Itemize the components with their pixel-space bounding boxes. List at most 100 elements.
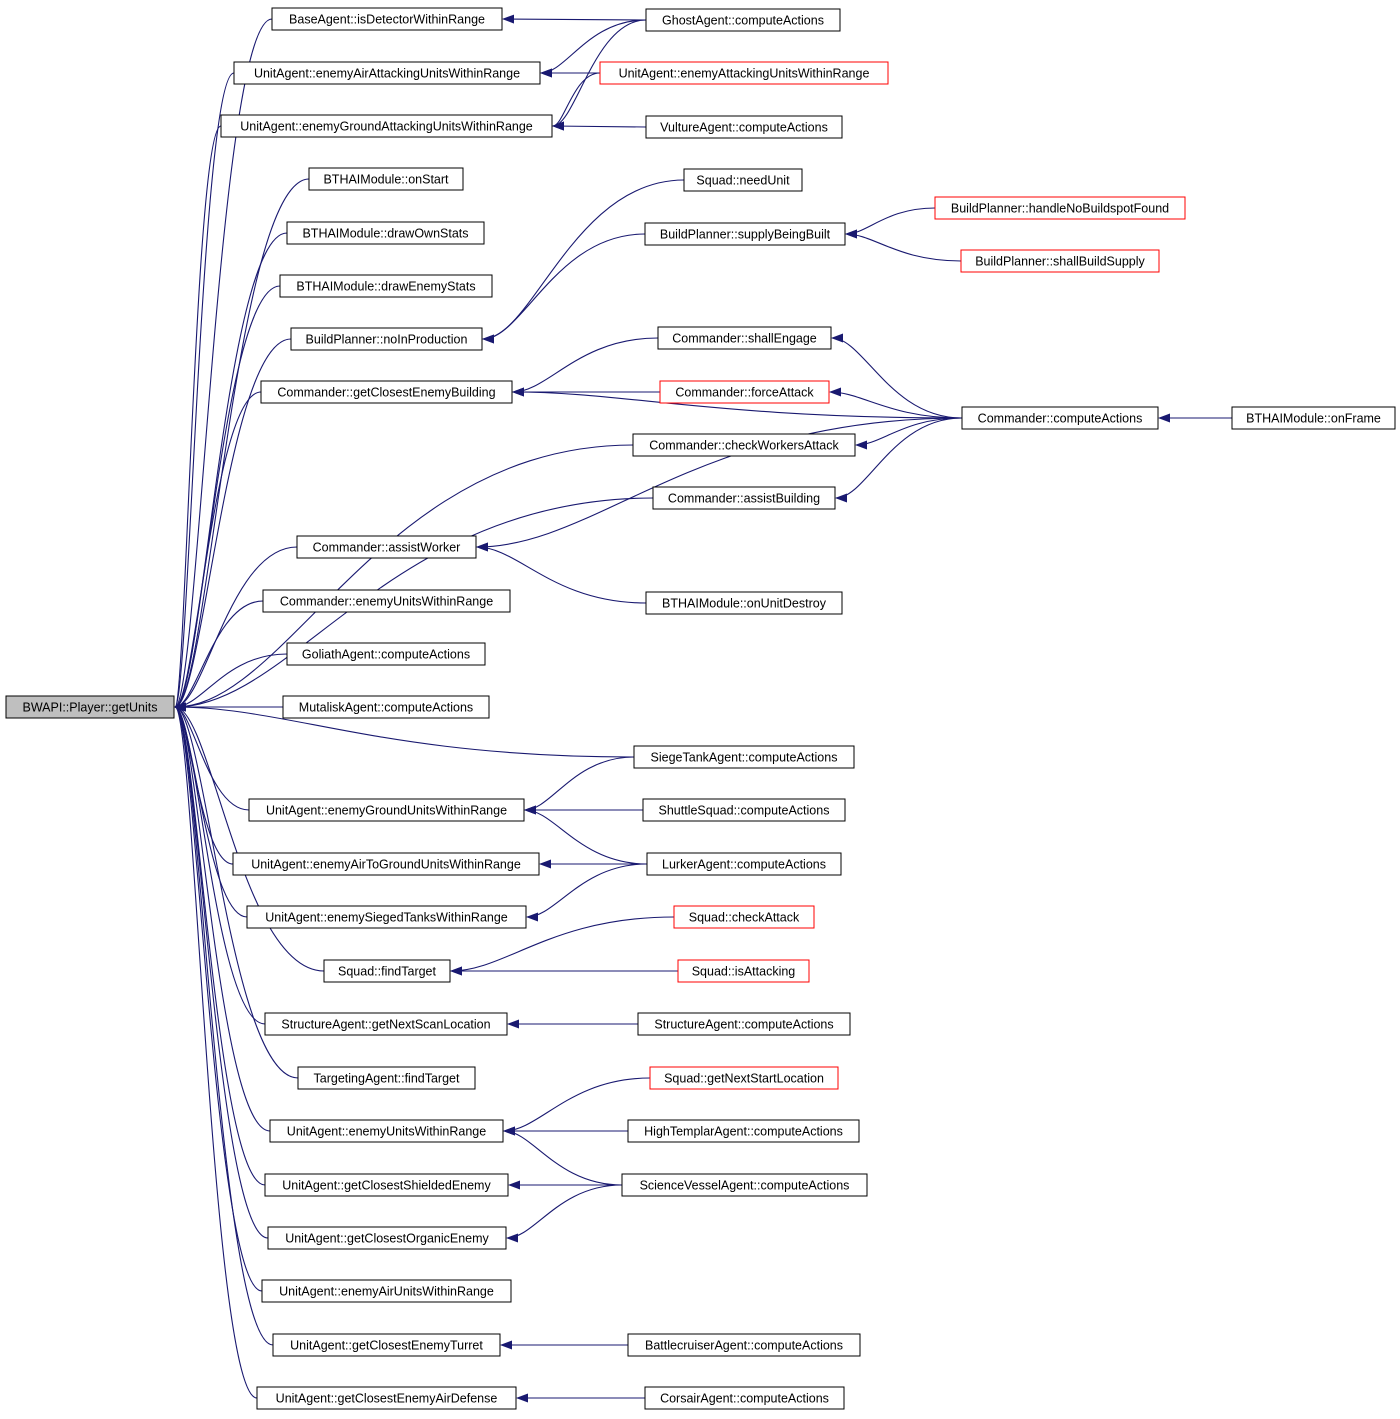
node-c7[interactable]: BuildPlanner::noInProduction <box>290 327 483 351</box>
node-e3[interactable]: Commander::computeActions <box>961 406 1159 430</box>
node-d11[interactable]: SiegeTankAgent::computeActions <box>633 745 855 769</box>
node-c17[interactable]: StructureAgent::getNextScanLocation <box>264 1012 508 1036</box>
node-d17[interactable]: Squad::getNextStartLocation <box>649 1066 839 1090</box>
node-box[interactable] <box>646 852 842 876</box>
node-d14[interactable]: Squad::checkAttack <box>673 905 815 929</box>
node-box[interactable] <box>323 959 451 983</box>
node-box[interactable] <box>642 798 846 822</box>
node-c20[interactable]: UnitAgent::getClosestShieldedEnemy <box>264 1173 509 1197</box>
node-box[interactable] <box>233 61 541 85</box>
node-c2[interactable]: UnitAgent::enemyAirAttackingUnitsWithinR… <box>233 61 541 85</box>
node-d19[interactable]: ScienceVesselAgent::computeActions <box>621 1173 868 1197</box>
node-d10[interactable]: BTHAIModule::onUnitDestroy <box>645 591 843 615</box>
node-box[interactable] <box>683 168 803 192</box>
node-box[interactable] <box>308 167 464 191</box>
node-c1[interactable]: BaseAgent::isDetectorWithinRange <box>271 7 503 31</box>
node-box[interactable] <box>269 1119 504 1143</box>
node-box[interactable] <box>599 61 889 85</box>
node-box[interactable] <box>637 1012 851 1036</box>
node-f1[interactable]: BTHAIModule::onFrame <box>1231 406 1396 430</box>
node-d4[interactable]: Squad::needUnit <box>683 168 803 192</box>
node-box[interactable] <box>5 695 175 719</box>
node-d20[interactable]: BattlecruiserAgent::computeActions <box>627 1333 861 1357</box>
node-box[interactable] <box>246 905 527 929</box>
node-box[interactable] <box>649 1066 839 1090</box>
node-c14[interactable]: UnitAgent::enemyAirToGroundUnitsWithinRa… <box>232 852 540 876</box>
node-box[interactable] <box>645 115 843 139</box>
node-box[interactable] <box>297 1066 476 1090</box>
node-box[interactable] <box>260 380 513 404</box>
node-box[interactable] <box>960 249 1160 273</box>
node-box[interactable] <box>267 1226 507 1250</box>
node-e2[interactable]: BuildPlanner::shallBuildSupply <box>960 249 1160 273</box>
node-box[interactable] <box>261 1279 512 1303</box>
node-box[interactable] <box>1231 406 1396 430</box>
node-box[interactable] <box>264 1012 508 1036</box>
node-box[interactable] <box>290 327 483 351</box>
node-d13[interactable]: LurkerAgent::computeActions <box>646 852 842 876</box>
node-c3[interactable]: UnitAgent::enemyGroundAttackingUnitsWith… <box>220 114 553 138</box>
node-box[interactable] <box>633 745 855 769</box>
node-d5[interactable]: BuildPlanner::supplyBeingBuilt <box>644 222 846 246</box>
node-box[interactable] <box>677 959 810 983</box>
node-box[interactable] <box>644 1386 845 1410</box>
node-c5[interactable]: BTHAIModule::drawOwnStats <box>286 221 485 245</box>
node-box[interactable] <box>262 589 511 613</box>
node-d3[interactable]: VultureAgent::computeActions <box>645 115 843 139</box>
node-e1[interactable]: BuildPlanner::handleNoBuildspotFound <box>934 196 1186 220</box>
node-d6[interactable]: Commander::shallEngage <box>657 326 832 350</box>
node-box[interactable] <box>645 591 843 615</box>
node-c8[interactable]: Commander::getClosestEnemyBuilding <box>260 380 513 404</box>
node-box[interactable] <box>652 486 836 510</box>
node-c19[interactable]: UnitAgent::enemyUnitsWithinRange <box>269 1119 504 1143</box>
node-box[interactable] <box>286 221 485 245</box>
node-c4[interactable]: BTHAIModule::onStart <box>308 167 464 191</box>
node-box[interactable] <box>220 114 553 138</box>
node-c12[interactable]: MutaliskAgent::computeActions <box>282 695 490 719</box>
node-d21[interactable]: CorsairAgent::computeActions <box>644 1386 845 1410</box>
node-box[interactable] <box>621 1173 868 1197</box>
node-c24[interactable]: UnitAgent::getClosestEnemyAirDefense <box>256 1386 517 1410</box>
node-box[interactable] <box>256 1386 517 1410</box>
node-box[interactable] <box>644 222 846 246</box>
node-box[interactable] <box>271 7 503 31</box>
node-d2[interactable]: UnitAgent::enemyAttackingUnitsWithinRang… <box>599 61 889 85</box>
node-c18[interactable]: TargetingAgent::findTarget <box>297 1066 476 1090</box>
node-c11[interactable]: GoliathAgent::computeActions <box>286 642 486 666</box>
node-box[interactable] <box>279 274 493 298</box>
node-d7[interactable]: Commander::forceAttack <box>659 380 830 404</box>
node-c13[interactable]: UnitAgent::enemyGroundUnitsWithinRange <box>248 798 525 822</box>
node-c9[interactable]: Commander::assistWorker <box>296 535 477 559</box>
node-box[interactable] <box>627 1119 860 1143</box>
node-d9[interactable]: Commander::assistBuilding <box>652 486 836 510</box>
node-d1[interactable]: GhostAgent::computeActions <box>645 8 841 32</box>
node-d12[interactable]: ShuttleSquad::computeActions <box>642 798 846 822</box>
node-d18[interactable]: HighTemplarAgent::computeActions <box>627 1119 860 1143</box>
node-box[interactable] <box>645 8 841 32</box>
node-box[interactable] <box>272 1333 501 1357</box>
node-d16[interactable]: StructureAgent::computeActions <box>637 1012 851 1036</box>
node-d8[interactable]: Commander::checkWorkersAttack <box>632 433 856 457</box>
node-c10[interactable]: Commander::enemyUnitsWithinRange <box>262 589 511 613</box>
node-box[interactable] <box>282 695 490 719</box>
node-box[interactable] <box>673 905 815 929</box>
node-d15[interactable]: Squad::isAttacking <box>677 959 810 983</box>
node-c21[interactable]: UnitAgent::getClosestOrganicEnemy <box>267 1226 507 1250</box>
node-c6[interactable]: BTHAIModule::drawEnemyStats <box>279 274 493 298</box>
node-c22[interactable]: UnitAgent::enemyAirUnitsWithinRange <box>261 1279 512 1303</box>
node-c15[interactable]: UnitAgent::enemySiegedTanksWithinRange <box>246 905 527 929</box>
node-box[interactable] <box>632 433 856 457</box>
node-box[interactable] <box>232 852 540 876</box>
node-box[interactable] <box>657 326 832 350</box>
node-box[interactable] <box>248 798 525 822</box>
node-box[interactable] <box>627 1333 861 1357</box>
node-box[interactable] <box>934 196 1186 220</box>
node-c16[interactable]: Squad::findTarget <box>323 959 451 983</box>
node-box[interactable] <box>961 406 1159 430</box>
node-box[interactable] <box>286 642 486 666</box>
node-box[interactable] <box>659 380 830 404</box>
node-box[interactable] <box>264 1173 509 1197</box>
node-root[interactable]: BWAPI::Player::getUnits <box>5 695 175 719</box>
node-box[interactable] <box>296 535 477 559</box>
node-c23[interactable]: UnitAgent::getClosestEnemyTurret <box>272 1333 501 1357</box>
